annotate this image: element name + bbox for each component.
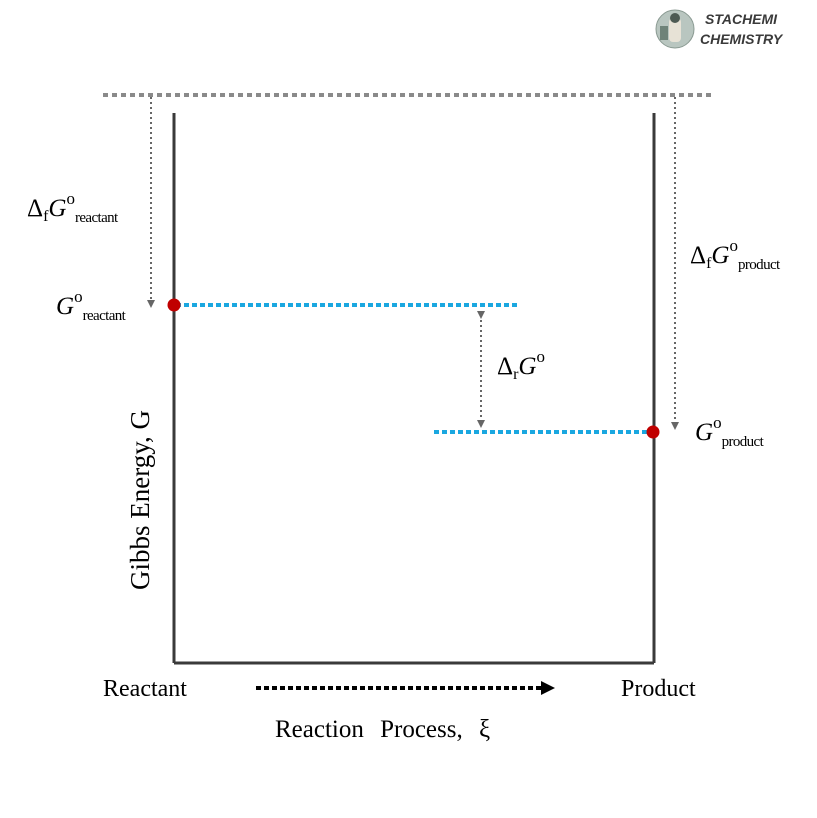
brand-logo: STACHEMI CHEMISTRY: [655, 9, 784, 49]
reactant-point: [167, 298, 181, 312]
brand-name-line2: CHEMISTRY: [700, 31, 784, 47]
g-reactant-label: Goreactant: [56, 287, 127, 324]
x-axis-label: Reaction Process, ξ: [275, 716, 490, 743]
delta-f-g-reactant-label: ΔfGoreactant: [27, 189, 119, 226]
x-start-label: Reactant: [103, 676, 187, 702]
product-point: [646, 425, 660, 439]
x-end-label: Product: [621, 676, 696, 702]
y-axis-label: Gibbs Energy, G: [125, 410, 155, 590]
brand-name-line1: STACHEMI: [705, 11, 778, 27]
g-product-label: Goproduct: [695, 413, 765, 450]
delta-r-g-label: ΔrGo: [497, 347, 545, 383]
delta-f-g-product-label: ΔfGoproduct: [690, 236, 781, 273]
